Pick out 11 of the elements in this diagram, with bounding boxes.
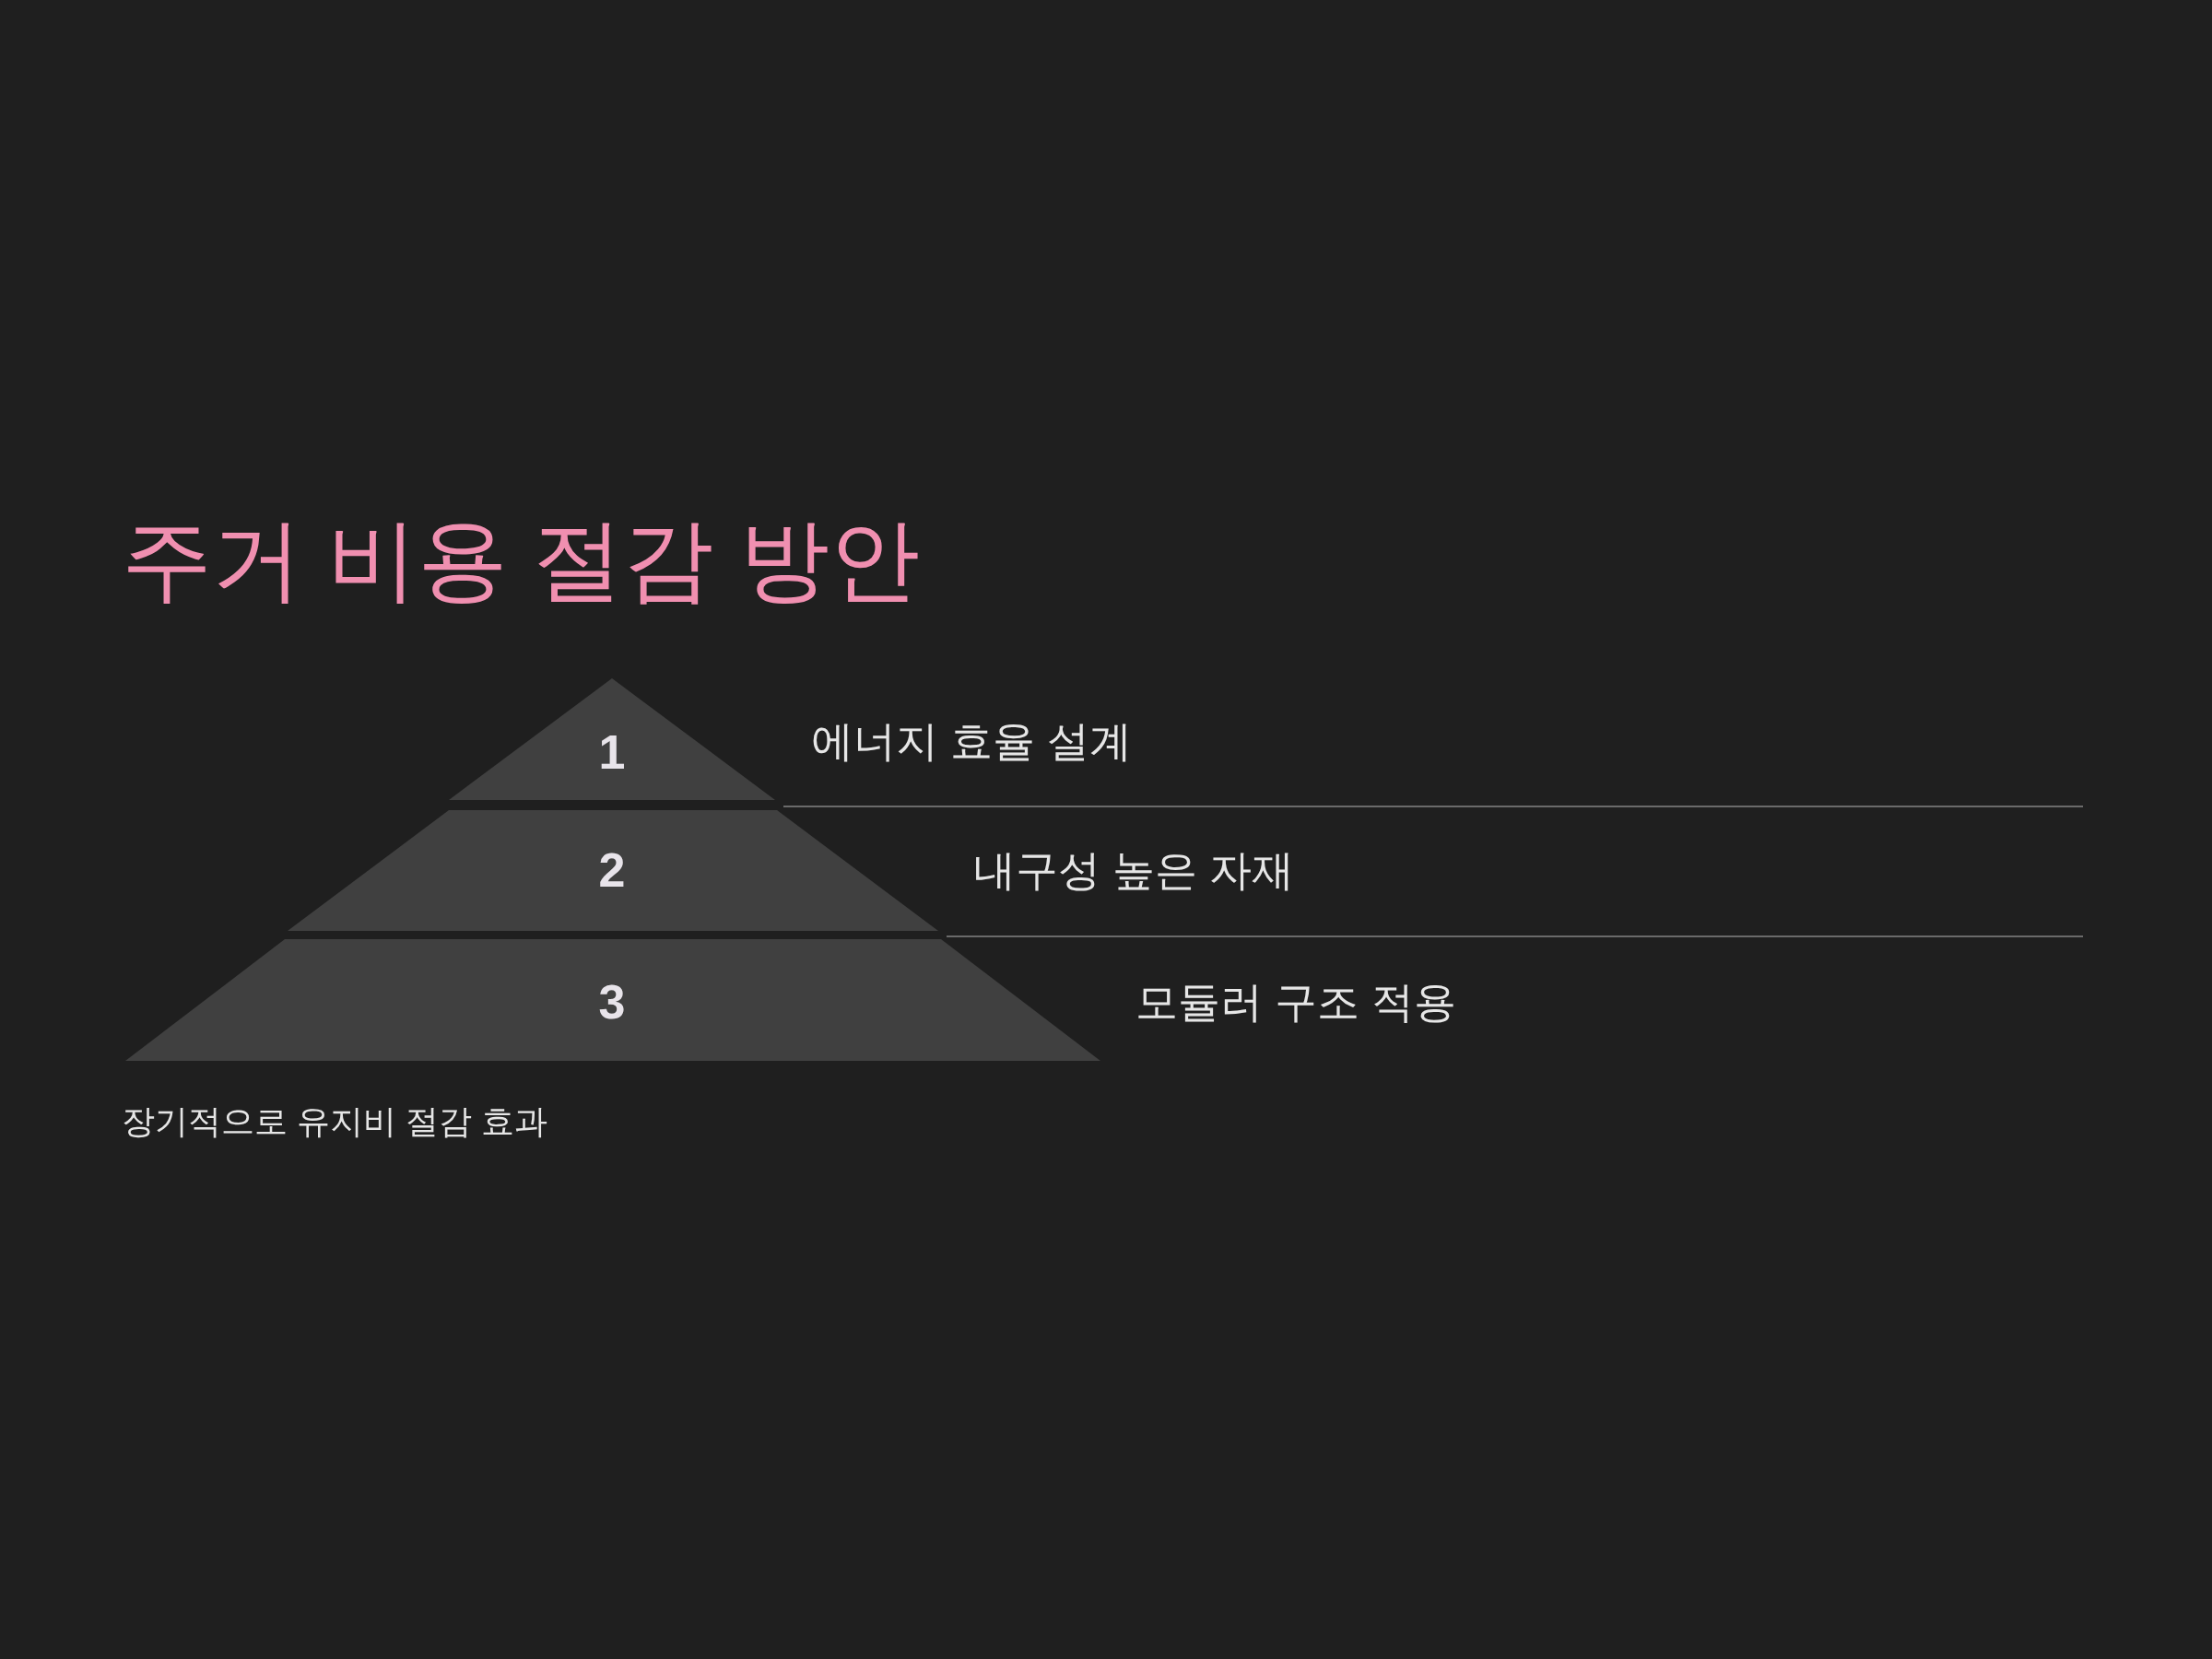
pyramid-tier bbox=[125, 939, 1100, 1061]
caption: 장기적으로 유지비 절감 효과 bbox=[122, 1101, 547, 1142]
title: 주거 비용 절감 방안 bbox=[122, 509, 920, 610]
tier-number: 3 bbox=[597, 974, 627, 1030]
tier-label: 에너지 효율 설계 bbox=[811, 716, 1132, 767]
tier-label: 모듈러 구조 적용 bbox=[1135, 977, 1456, 1028]
tier-number: 1 bbox=[597, 724, 627, 780]
tier-number: 2 bbox=[597, 842, 627, 898]
pyramid-tier bbox=[449, 678, 775, 800]
tier-label: 내구성 높은 자재 bbox=[973, 845, 1294, 896]
pyramid-tier bbox=[288, 810, 938, 931]
